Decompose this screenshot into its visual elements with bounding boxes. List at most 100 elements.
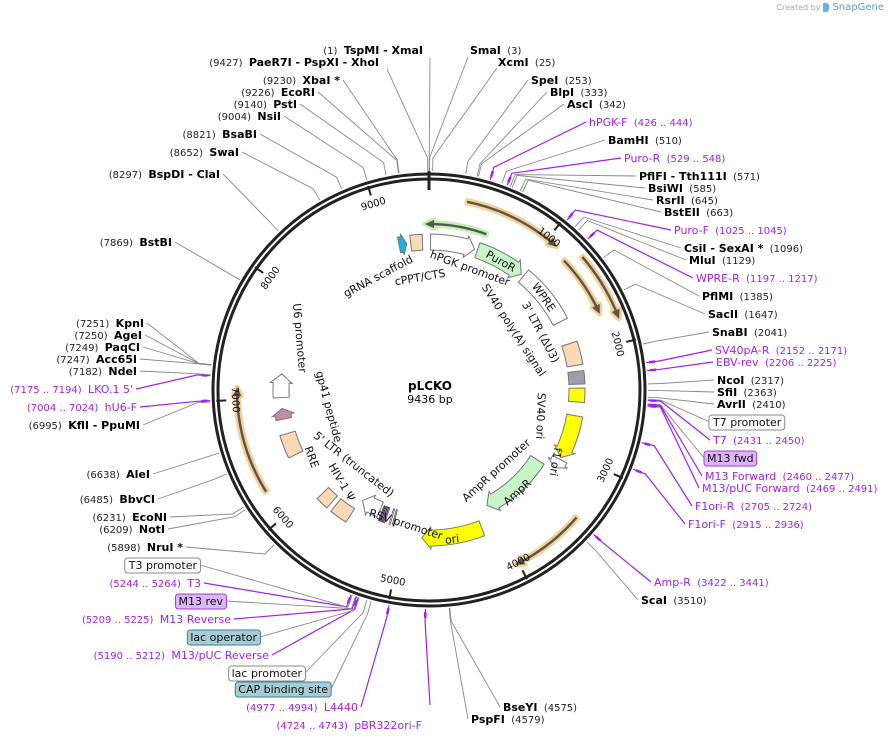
site-position: (571) bbox=[733, 172, 760, 183]
site-label: (6995) KflI - PpuMI bbox=[29, 419, 140, 432]
leader-line bbox=[429, 57, 468, 171]
feature-gp41-peptide bbox=[272, 408, 294, 420]
site-name: Amp-R bbox=[654, 576, 691, 589]
site-label: (6209) NotI bbox=[99, 523, 165, 536]
site-label: SnaBI (2041) bbox=[712, 326, 787, 339]
snapgene-logo-icon bbox=[823, 3, 829, 12]
feature-label-sv40-ori: SV40 ori bbox=[533, 393, 548, 440]
site-label: (5244 .. 5264) T3 bbox=[110, 577, 202, 590]
site-name: AscI bbox=[567, 98, 593, 111]
site-label: (7247) Acc65I bbox=[56, 353, 137, 366]
site-name: EcoNI bbox=[132, 511, 167, 524]
site-name: BamHI bbox=[608, 134, 649, 147]
leader-line bbox=[153, 453, 219, 474]
tick-mark bbox=[216, 400, 226, 401]
site-label: (9004) NsiI bbox=[218, 110, 281, 123]
leader-line bbox=[449, 608, 468, 719]
site-label: (9140) PstI bbox=[234, 98, 297, 111]
site-name: BspDI - ClaI bbox=[148, 168, 220, 181]
feature-label-f1-ori: f1 ori bbox=[547, 447, 565, 478]
site-label: (7251) KpnI bbox=[76, 317, 144, 330]
site-label: (7182) NdeI bbox=[69, 365, 137, 378]
site-label: CAP binding site bbox=[238, 683, 328, 696]
enzyme-site-ncoi: NcoI (2317) bbox=[648, 374, 784, 387]
leader-line bbox=[387, 69, 428, 171]
site-position: (7247) bbox=[56, 355, 89, 366]
primer-marker bbox=[636, 470, 642, 472]
site-position: (5190 .. 5212) bbox=[94, 651, 166, 662]
site-name: lac promoter bbox=[232, 667, 303, 680]
site-label: XcmI (25) bbox=[498, 56, 556, 69]
enzyme-site-nsii: (9004) NsiI bbox=[218, 110, 367, 180]
site-label: (7175 .. 7194) LKO.1 5' bbox=[10, 383, 133, 396]
snapgene-watermark: Created by SnapGene bbox=[776, 2, 884, 13]
site-position: (8297) bbox=[109, 170, 142, 181]
leader-line bbox=[168, 510, 246, 529]
primer-marker bbox=[590, 233, 594, 237]
enzyme-site-snabi: SnaBI (2041) bbox=[643, 326, 787, 344]
leader-line bbox=[223, 174, 278, 231]
feature-5-ltr-truncated bbox=[331, 499, 355, 522]
site-name: M13 rev bbox=[178, 595, 223, 608]
site-name: XcmI bbox=[498, 56, 529, 69]
enzyme-site-econi: (6231) EcoNI bbox=[92, 507, 243, 524]
primer-t3: (5244 .. 5264) T3 bbox=[110, 577, 352, 607]
site-name: CAP binding site bbox=[238, 683, 328, 696]
site-position: (426 .. 444) bbox=[634, 118, 693, 129]
site-position: (1025 .. 1045) bbox=[715, 226, 787, 237]
leader-line bbox=[361, 605, 389, 707]
feature-sv40-ori bbox=[569, 388, 586, 403]
feature-sv40-poly-a-signal bbox=[568, 370, 585, 384]
primer-marker bbox=[650, 370, 656, 371]
leader-line bbox=[318, 92, 399, 173]
tick-label: 2000 bbox=[609, 331, 626, 358]
site-name: EBV-rev bbox=[716, 356, 759, 369]
site-label: AvrII (2410) bbox=[717, 398, 786, 411]
site-position: (7182) bbox=[69, 367, 102, 378]
enzyme-site-bspdi-clai: (8297) BspDI - ClaI bbox=[109, 168, 279, 231]
site-position: (663) bbox=[706, 208, 733, 219]
site-label: Puro-F (1025 .. 1045) bbox=[674, 224, 787, 237]
site-label: EBV-rev (2206 .. 2225) bbox=[716, 356, 836, 369]
site-position: (1129) bbox=[722, 256, 755, 267]
site-position: (25) bbox=[535, 58, 556, 69]
site-position: (6995) bbox=[29, 421, 62, 432]
site-label: Puro-R (529 .. 548) bbox=[624, 152, 725, 165]
leader-line bbox=[633, 469, 685, 524]
site-name: MluI bbox=[689, 254, 716, 267]
leader-line bbox=[305, 600, 367, 673]
site-label: Amp-R (3422 .. 3441) bbox=[654, 576, 769, 589]
site-name: F1ori-R bbox=[695, 500, 735, 513]
enzyme-site-scai: ScaI (3510) bbox=[587, 542, 707, 607]
site-position: (5244 .. 5264) bbox=[110, 579, 182, 590]
site-label: (6485) BbvCI bbox=[80, 493, 155, 506]
leader-line bbox=[567, 210, 671, 230]
site-name: NsiI bbox=[257, 110, 281, 123]
site-label: (6638) AleI bbox=[87, 468, 150, 481]
site-name: T3 promoter bbox=[128, 559, 198, 572]
site-label: F1ori-F (2915 .. 2936) bbox=[688, 518, 804, 531]
feature-3-ltr-u3 bbox=[562, 341, 583, 367]
site-name: M13 fwd bbox=[707, 452, 754, 465]
site-position: (510) bbox=[655, 136, 682, 147]
site-name: AgeI bbox=[114, 329, 142, 342]
site-label: lac operator bbox=[190, 631, 257, 644]
site-label: (5209 .. 5225) M13 Reverse bbox=[82, 613, 231, 626]
feature-label-ori: ori bbox=[444, 532, 460, 547]
leader-line bbox=[624, 284, 705, 314]
site-name: M13/pUC Reverse bbox=[171, 649, 269, 662]
primer-marker bbox=[649, 362, 655, 363]
site-position: (2317) bbox=[751, 376, 784, 387]
site-label: (9427) PaeR7I - PspXI - XhoI bbox=[209, 56, 379, 69]
site-name: SnaBI bbox=[712, 326, 748, 339]
leader-line bbox=[186, 545, 274, 554]
site-name: PaeR7I - PspXI - XhoI bbox=[249, 56, 379, 69]
site-position: (5898) bbox=[107, 543, 140, 554]
site-position: (9230) bbox=[263, 76, 296, 87]
leader-line bbox=[136, 375, 211, 389]
tick-label: 8000 bbox=[259, 265, 283, 292]
site-name: BbvCI bbox=[119, 493, 155, 506]
site-position: (4579) bbox=[511, 715, 544, 726]
site-label: AscI (342) bbox=[567, 98, 626, 111]
